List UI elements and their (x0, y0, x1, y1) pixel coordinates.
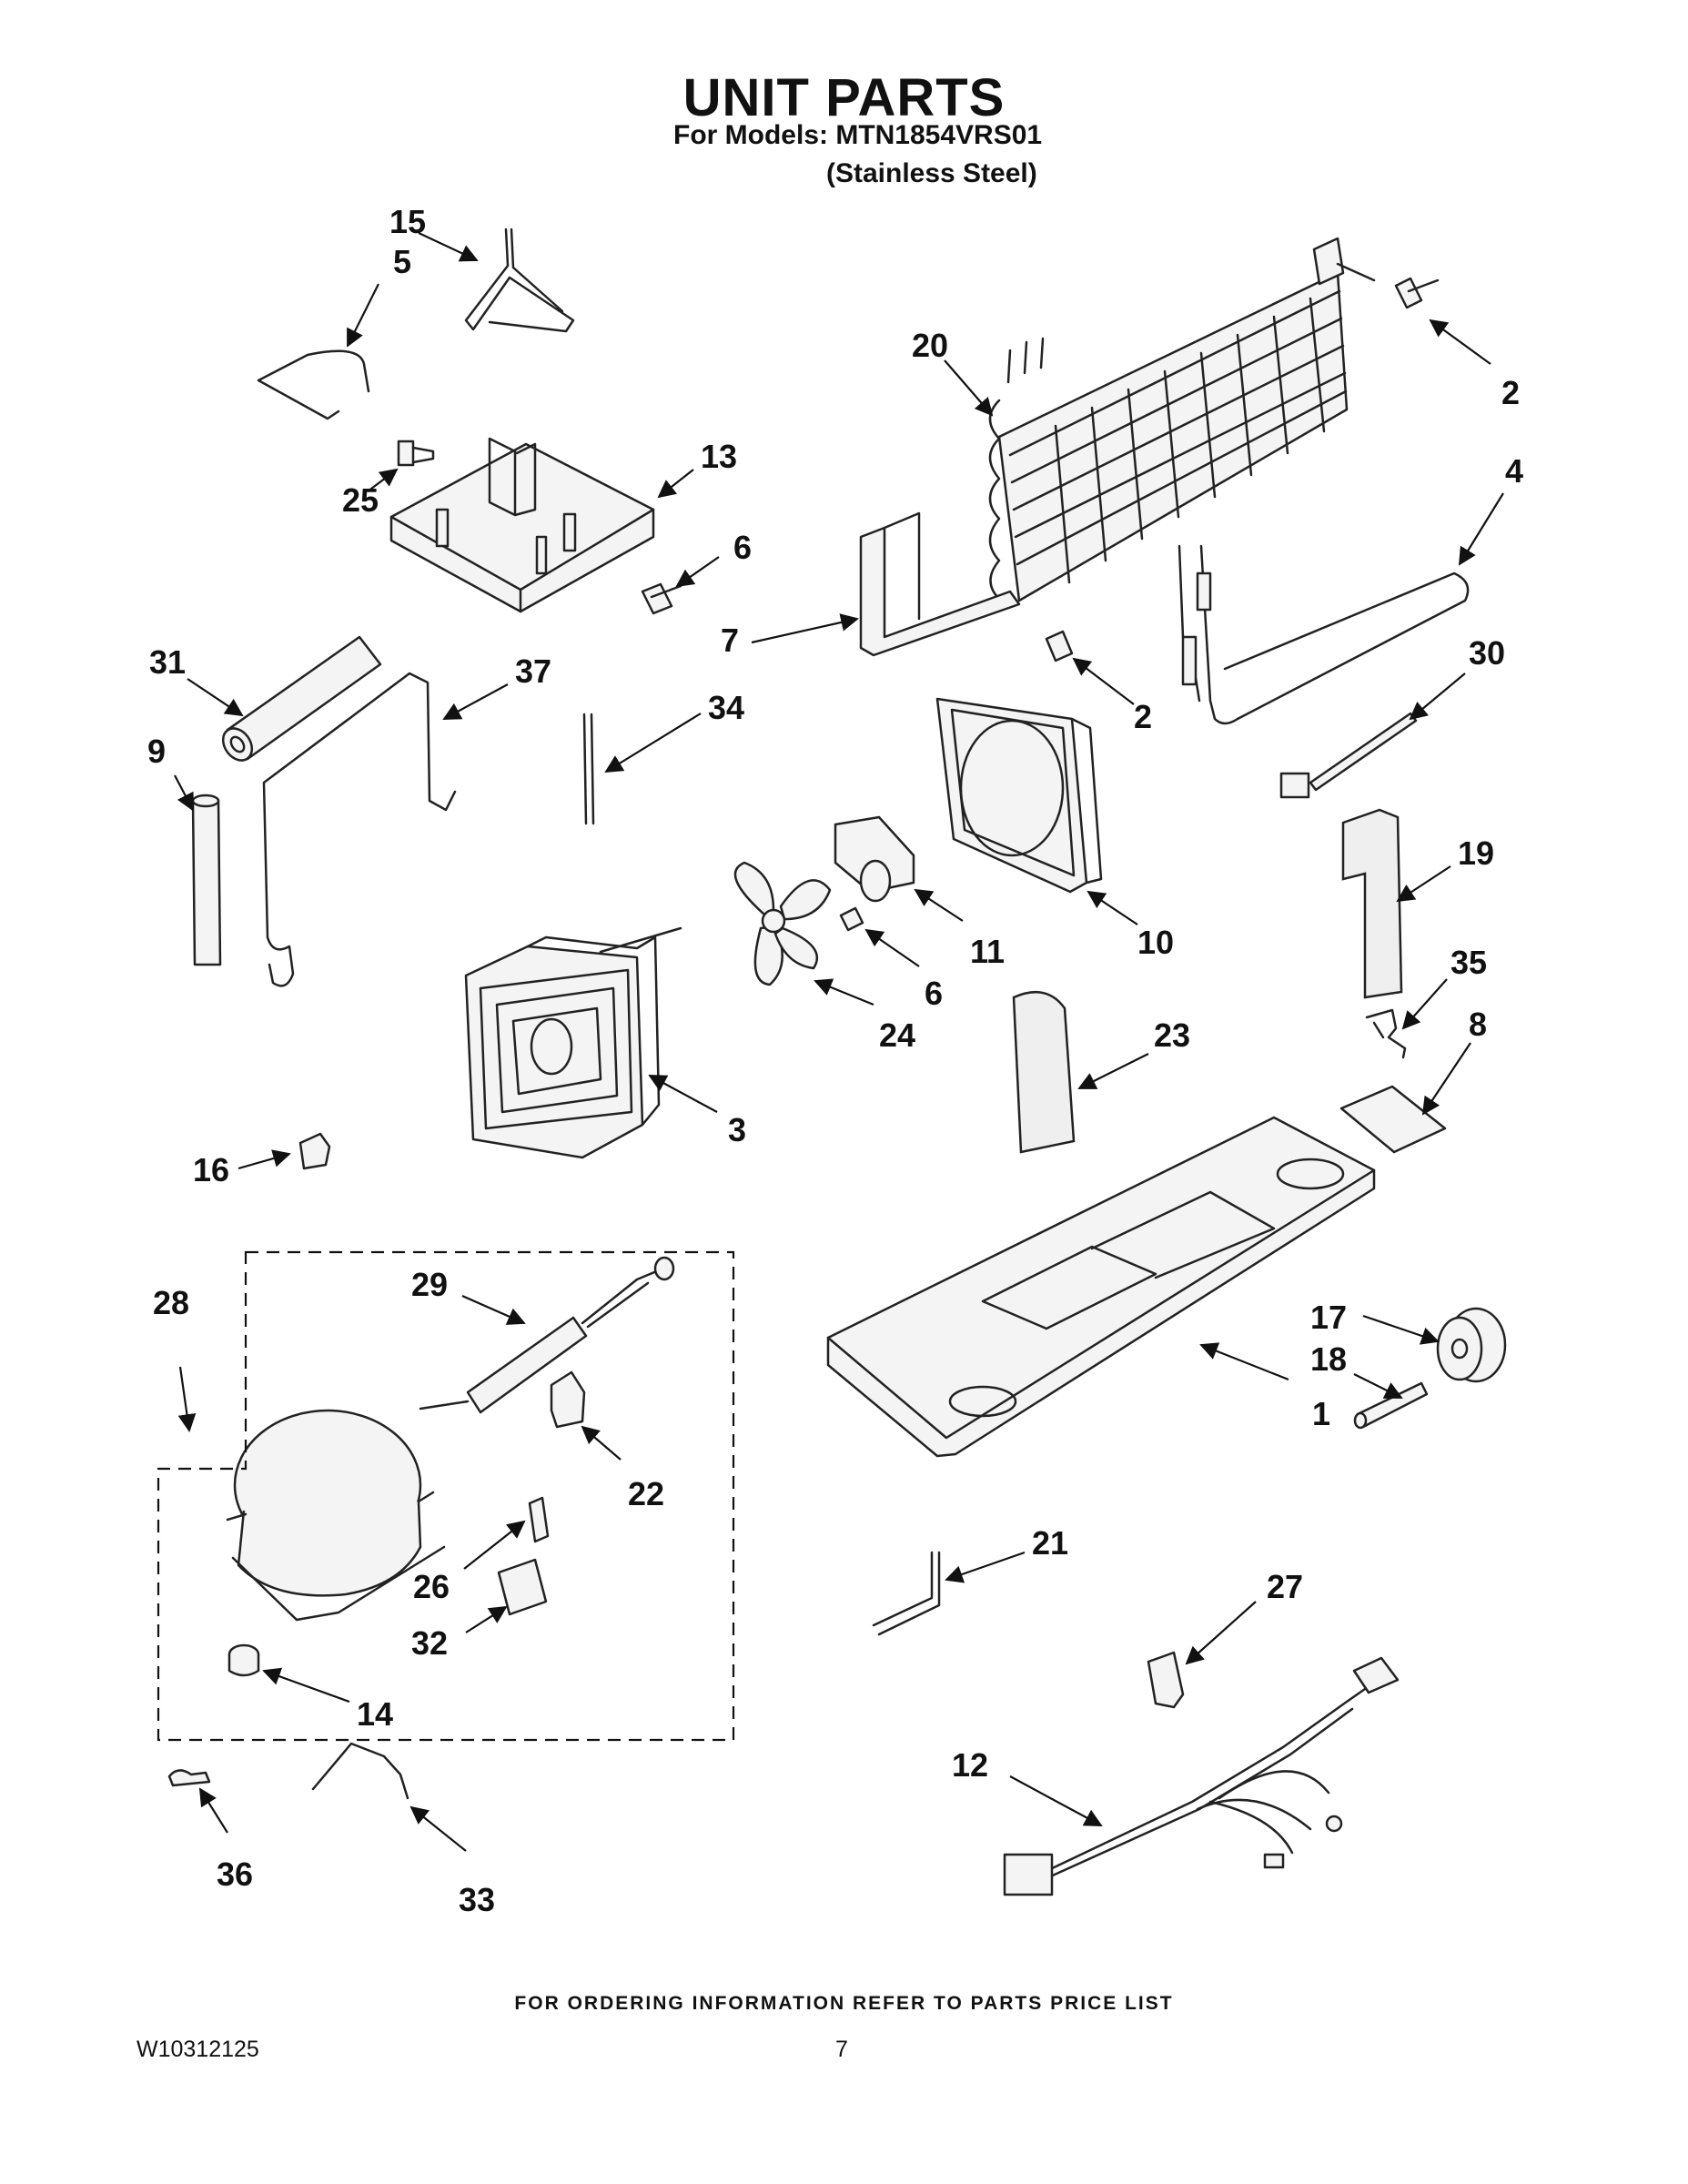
part-33-wire-drawing (311, 1742, 409, 1800)
document-id: W10312125 (136, 2037, 259, 2062)
callout-27: 27 (1267, 1568, 1303, 1605)
part-35-clip-drawing (1365, 1008, 1407, 1059)
callout-18: 18 (1310, 1340, 1347, 1378)
callout-5: 5 (393, 243, 411, 280)
part-30-cable-tie-drawing (1279, 712, 1418, 799)
callout-17: 17 (1310, 1299, 1347, 1336)
part-9-tube-drawing (191, 794, 222, 966)
part-8-label-drawing (1339, 1085, 1447, 1154)
callout-34: 34 (708, 689, 744, 726)
callout-33: 33 (459, 1881, 495, 1918)
part-12-wire-harness-drawing (1003, 1656, 1400, 1896)
page-number: 7 (835, 2037, 848, 2062)
part-31-insulation-tube-drawing (221, 635, 382, 762)
page-title: UNIT PARTS (682, 68, 1006, 127)
part-2-screw-drawing (1394, 277, 1440, 309)
callout-6-fan: 6 (925, 975, 943, 1012)
callout-23: 23 (1154, 1016, 1190, 1054)
callout-2-top: 2 (1501, 374, 1520, 411)
part-21-tube-drawing (872, 1551, 941, 1636)
callout-10: 10 (1137, 924, 1174, 961)
callout-12: 12 (952, 1746, 988, 1784)
callout-25: 25 (342, 481, 379, 519)
part-11-fan-motor-drawing (834, 815, 915, 903)
part-24-fan-blade-drawing (733, 861, 832, 986)
callout-16: 16 (193, 1151, 229, 1188)
callout-29: 29 (411, 1266, 448, 1303)
callout-1: 1 (1312, 1395, 1330, 1432)
callout-15: 15 (389, 203, 426, 240)
part-17-roller-drawing (1436, 1307, 1507, 1383)
callout-3: 3 (728, 1111, 746, 1148)
part-14-grommet-drawing (227, 1643, 260, 1677)
callout-9: 9 (147, 733, 166, 770)
part-22-relay-drawing (550, 1370, 586, 1429)
callout-11: 11 (970, 933, 1005, 970)
callout-28: 28 (153, 1284, 189, 1321)
callout-35: 35 (1450, 944, 1487, 981)
callout-2-lower: 2 (1134, 698, 1152, 735)
part-29-drier-drawing (419, 1256, 675, 1414)
part-19-insulation-drawing (1341, 808, 1403, 999)
part-2-screw-lower-drawing (1045, 630, 1074, 662)
part-25-screw-drawing (397, 440, 435, 467)
kit-boundary-dashed (157, 1250, 735, 1742)
callout-8: 8 (1469, 1006, 1487, 1043)
part-13-tray-drawing (389, 437, 655, 613)
callout-30: 30 (1469, 634, 1505, 672)
part-5-clip-drawing (257, 349, 370, 420)
callout-26: 26 (413, 1568, 450, 1605)
callout-20: 20 (912, 327, 948, 364)
callout-14: 14 (357, 1695, 393, 1733)
callout-36: 36 (217, 1855, 253, 1893)
callout-labels: 15 5 13 25 6 20 2 2 4 7 31 37 34 9 30 19… (147, 203, 1523, 1918)
callout-31: 31 (149, 643, 186, 681)
part-evaporator-coil-drawing (988, 237, 1376, 602)
callout-19: 19 (1458, 834, 1494, 872)
callout-24: 24 (879, 1016, 915, 1054)
models-line: For Models: MTN1854VRS01 (673, 120, 1043, 150)
callout-6-upper: 6 (733, 529, 752, 566)
callout-21: 21 (1032, 1524, 1068, 1562)
callout-7: 7 (721, 622, 739, 659)
part-15-tubing-drawing (464, 228, 575, 333)
ordering-note: FOR ORDERING INFORMATION REFER TO PARTS … (514, 1993, 1174, 2014)
part-4-heater-drawing (1178, 544, 1470, 725)
part-18-axle-drawing (1353, 1381, 1429, 1430)
part-compressor-drawing (226, 1409, 446, 1622)
part-16-clip-drawing (298, 1132, 331, 1170)
part-6-screw-drawing (641, 582, 682, 615)
part-6-fan-screw-drawing (839, 906, 864, 932)
leader-lines (174, 232, 1504, 1852)
part-27-bracket-drawing (1147, 1651, 1185, 1709)
part-34-rod-drawing (582, 713, 595, 825)
part-3-condenser-drawing (464, 926, 682, 1159)
callout-37: 37 (515, 652, 551, 690)
part-36-clip-drawing (167, 1769, 211, 1787)
part-1-base-drawing (826, 1116, 1376, 1458)
part-26-screw-drawing (528, 1496, 550, 1543)
part-23-insulation-drawing (1012, 990, 1076, 1154)
part-7-trough-drawing (859, 511, 1021, 657)
finish-line: (Stainless Steel) (826, 158, 1037, 188)
callout-13: 13 (701, 438, 737, 475)
part-37-tubing-drawing (262, 672, 457, 987)
callout-32: 32 (411, 1624, 448, 1662)
callout-4: 4 (1505, 452, 1523, 490)
part-10-fan-shroud-drawing (935, 697, 1103, 894)
callout-22: 22 (628, 1475, 664, 1512)
part-32-overload-drawing (497, 1558, 548, 1616)
